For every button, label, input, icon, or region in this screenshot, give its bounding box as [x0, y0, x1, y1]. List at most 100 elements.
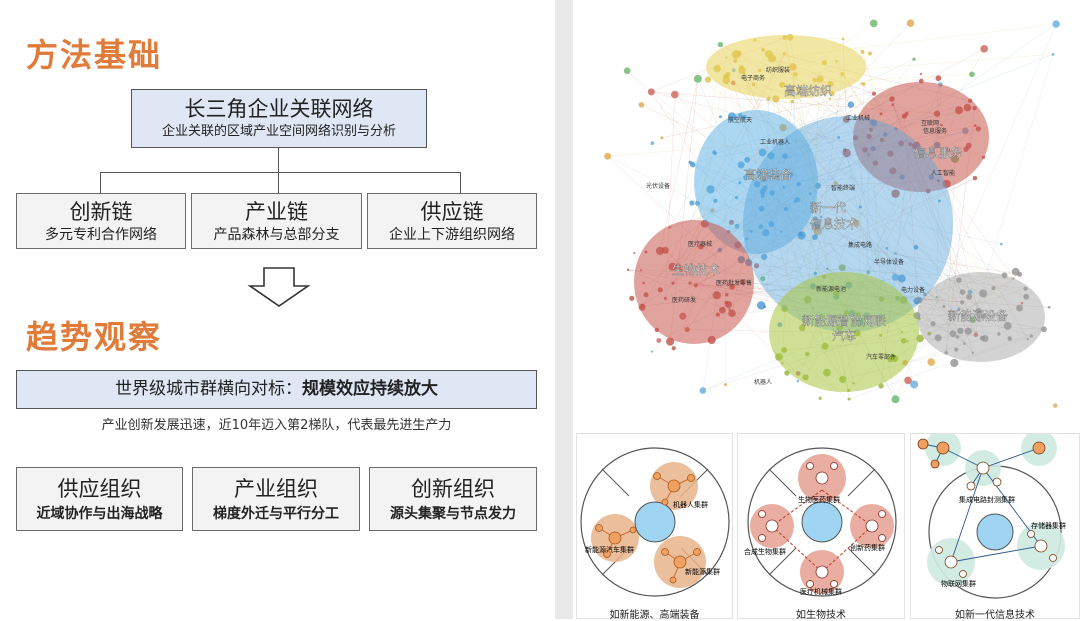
cluster-label: 信息服务	[914, 145, 962, 160]
network-edge	[954, 335, 1032, 364]
network-node	[973, 332, 979, 338]
network-node	[885, 247, 889, 250]
network-node	[999, 242, 1003, 246]
cluster-label: 高端纺织	[784, 83, 832, 98]
network-node	[833, 181, 838, 186]
panel-caption: 如新能源、高端装备	[609, 610, 700, 621]
network-edge	[933, 323, 1044, 330]
network-node	[650, 141, 655, 146]
network-node	[950, 358, 959, 368]
network-node	[1017, 271, 1023, 277]
network-node	[935, 75, 942, 82]
network-node	[969, 71, 975, 78]
network-node	[761, 253, 768, 260]
minor-label: 电子商务	[741, 74, 765, 82]
divider-line	[847, 468, 876, 497]
network-edge	[797, 199, 1002, 245]
network-node	[723, 383, 727, 387]
network-node	[699, 387, 707, 394]
cluster-next-gen-it	[743, 116, 953, 332]
network-node	[944, 351, 948, 355]
network-node	[891, 395, 900, 404]
chain-subtitle: 多元专利合作网络	[45, 227, 157, 243]
hub-circle	[976, 513, 1014, 551]
network-node	[812, 234, 818, 241]
network-node	[956, 277, 962, 283]
network-node	[959, 289, 966, 295]
network-node	[897, 274, 906, 283]
network-node	[813, 271, 818, 276]
network-node	[938, 199, 941, 203]
network-node	[861, 82, 866, 86]
network-node	[841, 37, 845, 41]
network-edge	[753, 84, 896, 194]
network-node	[979, 289, 988, 298]
network-node	[656, 338, 662, 343]
network-node	[906, 19, 915, 27]
network-node	[1023, 286, 1028, 291]
network-node	[964, 327, 972, 335]
connector-horizontal-top	[100, 172, 461, 173]
network-node	[813, 226, 822, 236]
minor-label: 汽车零部件	[866, 353, 896, 361]
minor-label: 纺织服装	[766, 66, 790, 74]
network-edge	[895, 253, 983, 339]
network-node	[894, 252, 897, 255]
chain-title: 产业链	[245, 200, 308, 224]
network-node	[633, 251, 636, 254]
network-edge	[775, 98, 963, 293]
network-edge	[904, 287, 994, 363]
minor-label: 集成电路	[848, 241, 872, 249]
network-node	[904, 376, 912, 385]
network-node	[790, 99, 794, 104]
network-node	[828, 97, 832, 101]
network-node	[927, 358, 936, 366]
network-node	[853, 219, 860, 227]
cluster-panel-3: 集成电路封测集群 存储器集群 物联网集群 如新一代信息技术	[910, 430, 1080, 621]
network-edge	[716, 177, 976, 296]
network-node	[1007, 336, 1013, 341]
minor-labels: 纺织服装电子商务航空航天工业机器人工业机械互联网信息服务人工智能光伏设备智能终端…	[646, 66, 955, 386]
network-node	[981, 313, 987, 319]
network-node	[820, 215, 823, 218]
network-node	[813, 216, 818, 221]
network-node	[704, 76, 712, 83]
connector-right	[460, 172, 461, 193]
chain-title: 供应链	[420, 200, 484, 224]
network-node	[971, 351, 974, 354]
minor-label: 工业机器人	[760, 138, 790, 146]
network-node	[717, 41, 724, 48]
connector-left	[100, 172, 101, 193]
minor-label: 新能源电池	[816, 285, 846, 293]
network-graph: 高端纺织 高端装备 信息服务 新一代 信息技术 生物技术 新能源智能网联 汽车 …	[576, 2, 1080, 427]
network-node	[858, 205, 862, 209]
network-node	[934, 334, 942, 342]
network-node	[1047, 305, 1051, 309]
network-node	[966, 293, 973, 300]
outer-ring	[747, 447, 897, 597]
vertical-divider	[555, 0, 573, 619]
divider-line	[768, 547, 797, 576]
org-title: 创新组织	[411, 477, 495, 501]
cluster-equipment	[694, 110, 818, 254]
network-edge	[756, 265, 1014, 279]
org-title: 产业组织	[234, 477, 318, 501]
network-edge	[661, 80, 922, 138]
panel-cluster-label: 医疗机械集群	[800, 587, 842, 596]
network-node	[1026, 338, 1029, 341]
network-node	[868, 51, 873, 56]
network-edge	[972, 54, 1054, 320]
org-box-innovation: 创新组织 源头集聚与节点发力	[369, 467, 537, 531]
network-node	[763, 305, 766, 309]
network-node	[688, 160, 693, 165]
network-node	[1053, 403, 1058, 408]
cluster-biotech	[634, 220, 754, 344]
network-edge	[842, 267, 1026, 289]
divider-line	[601, 468, 630, 497]
top-box-title: 长三角企业关联网络	[184, 97, 374, 121]
cluster-label-nev-1: 新能源智能网联	[802, 313, 886, 328]
network-edge	[836, 61, 904, 301]
cluster-nodes	[595, 472, 701, 584]
network-node	[693, 74, 702, 83]
panel-diagram-1: 机器人集群 新能源汽车集群 新能源集群	[580, 447, 730, 597]
